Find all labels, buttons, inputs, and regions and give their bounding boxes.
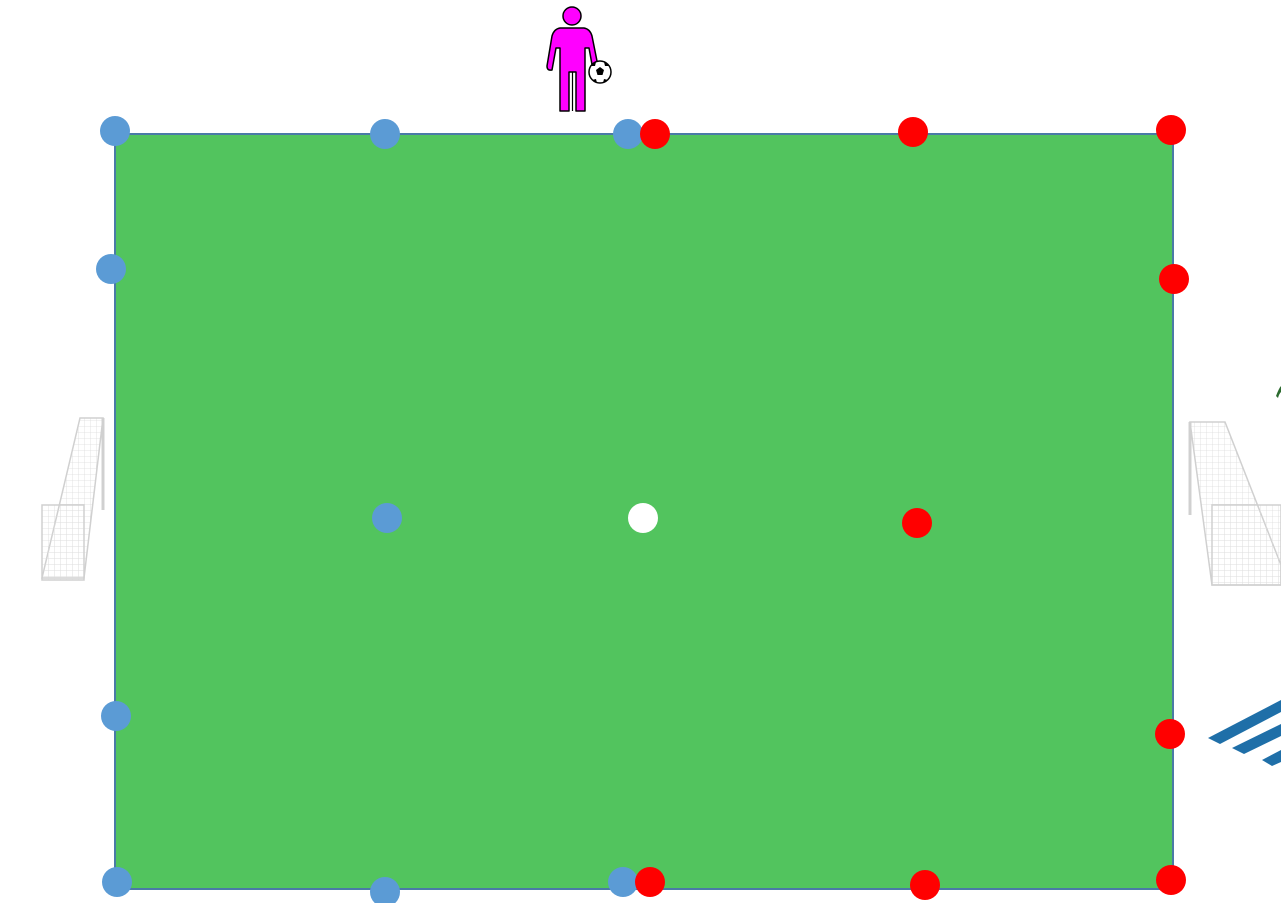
- center-ball-spot: [628, 503, 658, 533]
- blue-player: [102, 867, 132, 897]
- red-player: [640, 119, 670, 149]
- red-player: [910, 870, 940, 900]
- blue-player: [100, 116, 130, 146]
- blue-player: [613, 119, 643, 149]
- left-goal-net-icon: [42, 418, 103, 580]
- soccer-ball-icon: [589, 61, 611, 83]
- red-player: [902, 508, 932, 538]
- blue-player: [370, 119, 400, 149]
- red-player: [1155, 719, 1185, 749]
- blue-player: [372, 503, 402, 533]
- coach-person-with-ball-icon: [547, 7, 611, 111]
- blue-player: [608, 867, 638, 897]
- red-player: [898, 117, 928, 147]
- red-player: [1156, 865, 1186, 895]
- right-goal-net-icon: [1190, 422, 1281, 585]
- red-player: [1159, 264, 1189, 294]
- blue-player: [101, 701, 131, 731]
- blue-player: [96, 254, 126, 284]
- red-player: [1156, 115, 1186, 145]
- red-player: [635, 867, 665, 897]
